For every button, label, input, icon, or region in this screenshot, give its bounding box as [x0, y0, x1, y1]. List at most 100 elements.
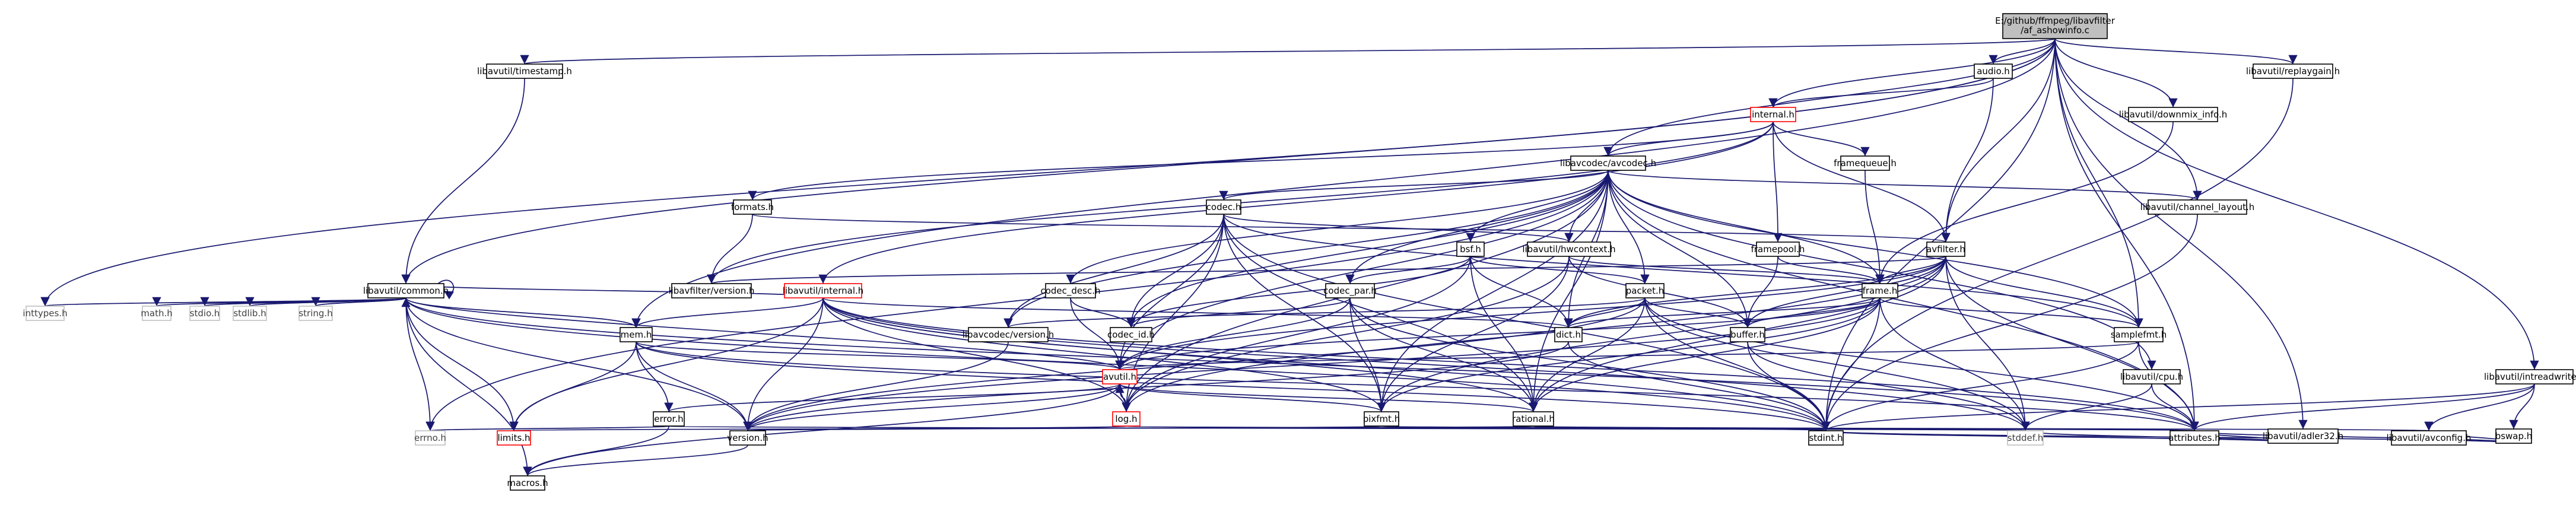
edge-downmix-to-frame	[1875, 121, 2174, 284]
node-formats[interactable]: formats.h	[731, 199, 774, 215]
node-buffer[interactable]: buffer.h	[1730, 327, 1765, 342]
node-lfversion[interactable]: libavfilter/version.h	[668, 283, 755, 298]
edge-avcodec-to-samplefmt	[1608, 170, 2143, 328]
node-avfilter[interactable]: avfilter.h	[1926, 241, 1965, 257]
node-box	[1554, 327, 1583, 342]
edge-codecpar-to-codecid	[1126, 297, 1351, 328]
node-label: libavutil/channel_layout.h	[2140, 202, 2255, 213]
header-nodes: E:/github/ffmpeg/libavfilter/af_ashowinf…	[23, 13, 2576, 491]
edge-avcodec-to-chlayout	[1608, 170, 2202, 201]
node-label: formats.h	[731, 202, 774, 212]
node-codec[interactable]: codec.h	[1206, 199, 1241, 215]
node-pixfmt[interactable]: pixfmt.h	[1363, 411, 1400, 427]
edge-avcodec-to-codecid	[1126, 170, 1609, 328]
edge-samplefmt-to-stdint	[1821, 341, 2139, 431]
edge-frame-to-stddef	[1879, 297, 2030, 431]
node-mem[interactable]: mem.h	[620, 327, 653, 342]
node-label: libavutil/intreadwrite.h	[2484, 371, 2576, 382]
node-root[interactable]: E:/github/ffmpeg/libavfilter/af_ashowinf…	[1995, 13, 2116, 39]
edge-bsf-to-log	[1122, 256, 1471, 412]
node-downmix[interactable]: libavutil/downmix_info.h	[2119, 107, 2227, 122]
edge-dict-to-stdint	[1568, 341, 1831, 431]
node-framequeue[interactable]: framequeue.h	[1834, 155, 1897, 171]
node-box	[1750, 107, 1796, 122]
node-frame[interactable]: frame.h	[1862, 283, 1898, 298]
node-packet[interactable]: packet.h	[1625, 283, 1665, 298]
node-audio[interactable]: audio.h	[1974, 63, 2013, 79]
node-log[interactable]: log.h	[1112, 411, 1141, 427]
node-samplefmt[interactable]: samplefmt.h	[2111, 327, 2167, 342]
edge-lainternal-to-rational	[822, 297, 1538, 412]
node-attributes[interactable]: attributes.h	[2168, 430, 2221, 446]
edge-bsf-to-codecpar	[1345, 256, 1471, 284]
node-box	[1840, 155, 1890, 171]
node-label: libavutil/internal.h	[783, 285, 864, 296]
edge-formats-to-avfilter	[752, 214, 1950, 243]
node-label: stddef.h	[2008, 433, 2043, 443]
edge-adler32-to-stdint	[1822, 430, 2304, 444]
edge-cpu-to-stddef	[2021, 383, 2152, 431]
node-chlayout[interactable]: libavutil/channel_layout.h	[2140, 199, 2255, 215]
edge-internal-to-avfilter	[1773, 121, 1951, 243]
node-adler32[interactable]: libavutil/adler32.h	[2263, 428, 2343, 444]
node-box	[367, 283, 444, 298]
node-label: math.h	[141, 308, 172, 319]
node-internal[interactable]: internal.h	[1750, 107, 1796, 122]
edge-intreadwrite-to-bswap	[2509, 383, 2535, 430]
node-bswap[interactable]: bswap.h	[2495, 428, 2533, 444]
node-common[interactable]: libavutil/common.h	[363, 283, 449, 298]
node-intreadwrite[interactable]: libavutil/intreadwrite.h	[2484, 369, 2576, 384]
node-label: attributes.h	[2168, 433, 2221, 443]
edge-lainternal-to-pixfmt	[822, 297, 1386, 412]
node-avcodec[interactable]: libavcodec/avcodec.h	[1560, 155, 1656, 171]
node-box	[733, 199, 772, 215]
node-error[interactable]: error.h	[653, 411, 685, 427]
node-lcversion[interactable]: libavcodec/version.h	[963, 327, 1054, 342]
node-rational[interactable]: rational.h	[1512, 411, 1555, 427]
node-lainternal[interactable]: libavutil/internal.h	[783, 283, 864, 298]
node-replaygain[interactable]: libavutil/replaygain.h	[2246, 63, 2340, 79]
node-box	[1364, 411, 1399, 427]
edge-common-to-attributes	[405, 297, 2199, 431]
edge-root-to-downmix	[2054, 38, 2178, 108]
node-label: libavutil/downmix_info.h	[2119, 109, 2227, 120]
edge-avcodec-to-buffer	[1608, 170, 1752, 328]
edge-avfilter-to-buffer	[1743, 256, 1946, 328]
node-bsf[interactable]: bsf.h	[1456, 241, 1485, 257]
node-limits[interactable]: limits.h	[497, 430, 531, 446]
node-framepool[interactable]: framepool.h	[1751, 241, 1805, 257]
node-inttypes: inttypes.h	[23, 306, 68, 321]
edge-avcodec-to-packet	[1608, 170, 1650, 284]
edge-root-to-chlayout	[2054, 38, 2202, 201]
node-timestamp[interactable]: libavutil/timestamp.h	[477, 63, 572, 79]
node-stdint[interactable]: stdint.h	[1808, 430, 1844, 446]
edge-avcodec-to-pixfmt	[1377, 170, 1609, 412]
node-label: log.h	[1115, 414, 1137, 424]
dependency-edges	[40, 38, 2539, 476]
node-codecid[interactable]: codec_id.h	[1107, 327, 1155, 342]
node-avconfig[interactable]: libavutil/avconfig.h	[2387, 430, 2472, 446]
edge-codecpar-to-avutil	[1115, 297, 1351, 370]
node-codecdesc[interactable]: codec_desc.h	[1040, 283, 1101, 298]
node-box	[784, 283, 862, 298]
node-label: stdio.h	[190, 308, 220, 319]
edge-lainternal-to-common	[402, 283, 824, 298]
node-label: codec_desc.h	[1040, 285, 1100, 297]
node-macros[interactable]: macros.h	[507, 475, 548, 491]
edge-avutil-to-rational	[1119, 383, 1538, 412]
node-box	[1325, 283, 1375, 298]
node-codecpar[interactable]: codec_par.h	[1323, 283, 1377, 298]
edge-root-to-samplefmt	[2054, 38, 2143, 328]
edge-avutil-to-pixfmt	[1119, 383, 1386, 412]
node-box	[233, 306, 267, 321]
edge-frame-to-stdint	[1821, 297, 1881, 431]
node-cpu[interactable]: libavutil/cpu.h	[2120, 369, 2183, 384]
node-label: error.h	[654, 414, 683, 424]
node-hwcontext[interactable]: libavutil/hwcontext.h	[1522, 241, 1616, 257]
node-dict[interactable]: dict.h	[1554, 327, 1583, 342]
node-version[interactable]: version.h	[727, 430, 768, 446]
node-label: mem.h	[621, 329, 652, 340]
node-avutil[interactable]: avutil.h	[1102, 369, 1138, 384]
edge-avutil-to-error	[664, 383, 1120, 412]
node-box	[620, 327, 653, 342]
